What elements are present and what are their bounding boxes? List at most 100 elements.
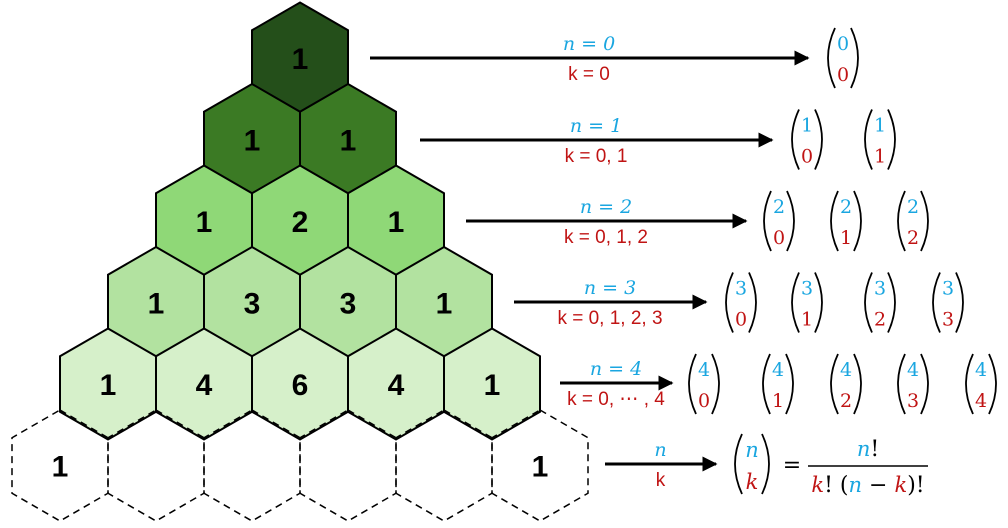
right-paren	[887, 272, 896, 333]
hex-value-r2-c2: 1	[388, 206, 405, 239]
left-paren	[830, 190, 839, 252]
formula-denominator: k! (n − k)!	[811, 473, 924, 498]
hex-value-r4-c1: 4	[196, 369, 213, 402]
binomial-top: 4	[840, 359, 852, 381]
binomial-r1-k1: 11	[864, 109, 896, 170]
hex-value-r1-c0: 1	[244, 125, 261, 158]
hex-value-r4-c2: 6	[292, 369, 309, 402]
right-paren	[814, 272, 823, 333]
binomial-r3-k3: 33	[932, 272, 964, 333]
hex-value-r2-c0: 1	[196, 206, 213, 239]
right-paren	[761, 433, 770, 495]
binomial-top: 4	[975, 359, 987, 381]
binomial-bottom: 0	[837, 64, 849, 86]
left-paren	[763, 190, 772, 252]
left-paren	[864, 272, 873, 333]
binomial-top: 4	[698, 359, 710, 381]
general-binomial-top: n	[745, 438, 759, 462]
binomial-r2-k1: 21	[830, 190, 862, 252]
n-label-row-3: n = 3	[584, 277, 636, 299]
binomial-top: 4	[772, 359, 784, 381]
right-paren	[920, 190, 929, 252]
binomial-top: 2	[907, 196, 919, 218]
binomial-r3-k2: 32	[864, 272, 896, 333]
binomial-bottom: 1	[840, 227, 852, 249]
binomial-bottom: 1	[874, 146, 886, 168]
hex-value-r2-c1: 2	[292, 206, 309, 239]
hex-value-r4-c3: 4	[388, 369, 405, 402]
right-paren	[786, 190, 795, 252]
binomial-r2-k2: 22	[897, 190, 929, 252]
binomial-bottom: 0	[698, 390, 710, 412]
binomial-bottom: 0	[801, 146, 813, 168]
hex-dashed-c2	[203, 409, 301, 522]
hex-value-r4-c0: 1	[100, 369, 117, 402]
hex-value-r4-c4: 1	[484, 369, 501, 402]
hex-value-r1-c1: 1	[340, 125, 357, 158]
left-paren	[791, 272, 800, 333]
binomial-top: 2	[840, 196, 852, 218]
binomial-r3-k0: 30	[725, 272, 757, 333]
binomial-r1-k0: 10	[791, 109, 823, 170]
hex-value-r3-c1: 3	[244, 288, 261, 321]
n-label-row-1: n = 1	[570, 115, 622, 137]
general-binomial: nk	[734, 433, 770, 495]
right-paren	[853, 190, 862, 252]
left-paren	[864, 109, 873, 170]
left-paren	[932, 272, 941, 333]
hex-value-r3-c2: 3	[340, 288, 357, 321]
binomial-top: 0	[837, 33, 849, 55]
left-paren	[965, 353, 974, 415]
binomial-bottom: 2	[874, 309, 886, 331]
hex-dashed-c4	[395, 409, 493, 522]
binomial-top: 2	[773, 196, 785, 218]
general-formula: nk = n! k! (n − k)!	[734, 433, 928, 498]
binomial-top: 4	[907, 359, 919, 381]
hex-dashed-c5	[491, 409, 589, 522]
n-label-row-5: n	[654, 439, 666, 461]
equals-sign: =	[783, 453, 801, 478]
left-paren	[827, 27, 836, 89]
left-paren	[725, 272, 734, 333]
k-label-row-3: k = 0, 1, 2, 3	[557, 308, 662, 329]
hex-dashed-c0	[11, 409, 109, 522]
hex-cell-r4-c4	[443, 327, 541, 441]
n-label-row-0: n = 0	[563, 33, 615, 55]
binomial-r4-k2: 42	[830, 353, 862, 415]
row-arrows	[370, 50, 810, 472]
k-label-row-2: k = 0, 1, 2	[564, 227, 648, 248]
binomial-bottom: 2	[907, 227, 919, 249]
hex-dashed-c3	[299, 409, 397, 522]
right-paren	[887, 109, 896, 170]
n-label-row-2: n = 2	[580, 196, 632, 218]
n-label-row-4: n = 4	[590, 358, 642, 380]
formula-numerator: n!	[857, 437, 879, 462]
right-paren	[748, 272, 757, 333]
binomial-top: 1	[801, 115, 813, 137]
hex-dashed-value-c5: 1	[532, 451, 549, 484]
right-paren	[853, 353, 862, 415]
left-paren	[762, 353, 771, 415]
right-paren	[920, 353, 929, 415]
binomial-r4-k3: 43	[897, 353, 929, 415]
binomial-top: 3	[801, 278, 813, 300]
k-label-row-1: k = 0, 1	[565, 146, 628, 167]
right-paren	[955, 272, 964, 333]
binomial-bottom: 0	[773, 227, 785, 249]
k-label-row-5: k	[656, 470, 666, 491]
binomial-bottom: 3	[942, 309, 954, 331]
binomial-top: 3	[942, 278, 954, 300]
hex-value-r0-c0: 1	[292, 43, 309, 76]
right-paren	[785, 353, 794, 415]
k-label-row-4: k = 0, ⋯ , 4	[567, 389, 665, 410]
binomial-top: 3	[735, 278, 747, 300]
binomial-top: 1	[874, 115, 886, 137]
left-paren	[830, 353, 839, 415]
hex-value-r3-c3: 1	[436, 288, 453, 321]
binomial-r2-k0: 20	[763, 190, 795, 252]
binomial-r4-k0: 40	[688, 353, 720, 415]
right-paren	[814, 109, 823, 170]
binomial-bottom: 4	[975, 390, 987, 412]
